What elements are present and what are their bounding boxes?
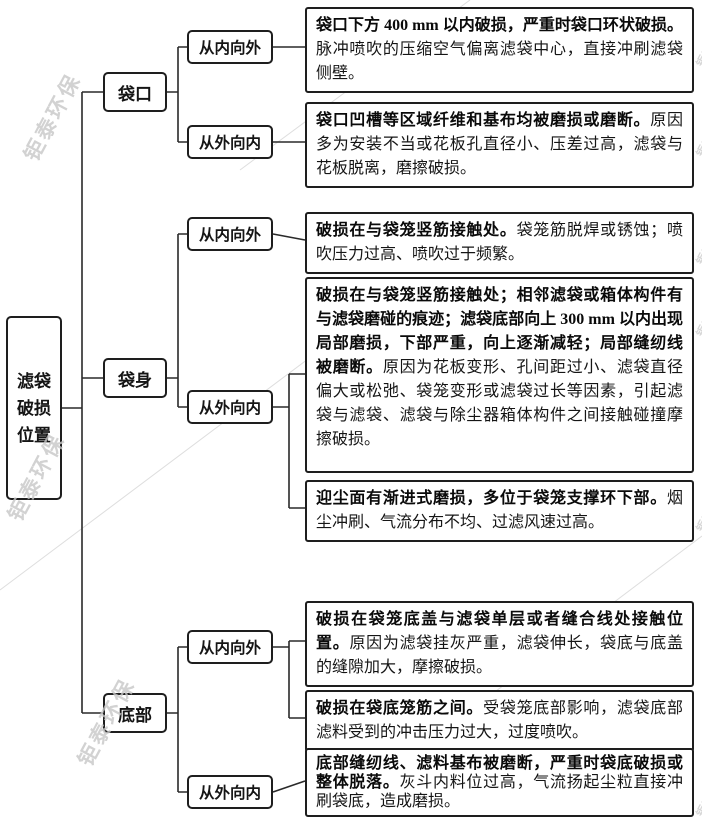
direction-node-body-outside-in: 从外向内 [187,390,273,424]
direction-node-bottom-inside-out: 从内向外 [187,630,273,664]
detail-lead: 破损在袋笼底盖与滤袋单层或者缝合线处接触位置。 [316,611,683,652]
detail-lead: 破损在袋底笼筋之间。 [316,700,484,717]
detail-cause: 受袋笼底部影响，滤袋底部滤料受到的冲击压力过大，过度喷吹。 [316,700,683,741]
detail-cause: 烟尘冲刷、气流分布不均、过滤风速过高。 [316,490,683,531]
detail-cause: 灰斗内料位过高，气流扬起尘粒直接冲刷袋底，造成磨损。 [316,774,683,810]
root-label-line3: 位置 [17,425,51,445]
direction-node-mouth-inside-out: 从内向外 [187,30,273,64]
detail-cause: 原因为花板变形、孔间距过小、滤袋直径偏大或松弛、袋笼变形或滤袋过长等因素，引起滤… [316,359,683,448]
root-label-line2: 破损 [17,398,51,418]
detail-box-mouth-inside-out: 袋口下方 400 mm 以内破损，严重时袋口环状破损。脉冲喷吹的压缩空气偏离滤袋… [305,7,694,93]
detail-cause: 原因多为安装不当或花板孔直径小、压差过高，滤袋与花板脱离，磨擦破损。 [316,112,683,177]
detail-box-body-inside-out: 破损在与袋笼竖筋接触处。袋笼筋脱焊或锈蚀；喷吹压力过高、喷吹过于频繁。 [305,212,694,274]
detail-lead: 破损在与袋笼竖筋接触处。 [316,222,517,239]
detail-lead: 底部缝纫线、滤料基布被磨断，严重时袋底破损或整体脱落。 [316,755,683,791]
detail-box-bottom-inside-out-2: 破损在袋底笼筋之间。受袋笼底部影响，滤袋底部滤料受到的冲击压力过大，过度喷吹。 [305,690,694,752]
branch-node-bag-body: 袋身 [103,358,167,398]
detail-cause: 袋笼筋脱焊或锈蚀；喷吹压力过高、喷吹过于频繁。 [316,222,683,263]
branch-node-bag-mouth: 袋口 [103,72,167,112]
watermark-line [0,334,341,591]
detail-cause: 原因为滤袋挂灰严重，滤袋伸长，袋底与底盖的缝隙加大，摩擦破损。 [316,635,683,676]
detail-lead: 迎尘面有渐进式磨损，多位于袋笼支撑环下部。 [316,490,667,507]
detail-box-body-outside-in-2: 迎尘面有渐进式磨损，多位于袋笼支撑环下部。烟尘冲刷、气流分布不均、过滤风速过高。 [305,480,694,542]
detail-lead: 袋口下方 400 mm 以内破损，严重时袋口环状破损。 [316,17,683,34]
detail-box-mouth-outside-in: 袋口凹槽等区域纤维和基布均被磨损或磨断。原因多为安装不当或花板孔直径小、压差过高… [305,102,694,188]
detail-lead: 破损在与袋笼竖筋接触处；相邻滤袋或箱体构件有与滤袋磨碰的痕迹；滤袋底部向上 30… [316,287,683,376]
detail-lead: 袋口凹槽等区域纤维和基布均被磨损或磨断。 [316,112,651,129]
direction-node-mouth-outside-in: 从外向内 [187,125,273,159]
direction-node-body-inside-out: 从内向外 [187,217,273,251]
tree-connectors [62,46,306,793]
detail-box-body-outside-in-1: 破损在与袋笼竖筋接触处；相邻滤袋或箱体构件有与滤袋磨碰的痕迹；滤袋底部向上 30… [305,277,694,473]
branch-node-bottom: 底部 [103,693,167,733]
direction-node-bottom-outside-in: 从外向内 [187,775,273,809]
detail-box-bottom-outside-in: 底部缝纫线、滤料基布被磨断，严重时袋底破损或整体脱落。灰斗内料位过高，气流扬起尘… [305,748,694,817]
detail-box-bottom-inside-out-1: 破损在袋笼底盖与滤袋单层或者缝合线处接触位置。原因为滤袋挂灰严重，滤袋伸长，袋底… [305,601,694,687]
root-label-line1: 滤袋 [17,371,51,391]
detail-cause: 脉冲喷吹的压缩空气偏离滤袋中心，直接冲刷滤袋侧壁。 [316,41,683,82]
root-node: 滤袋 破损 位置 [6,316,62,500]
